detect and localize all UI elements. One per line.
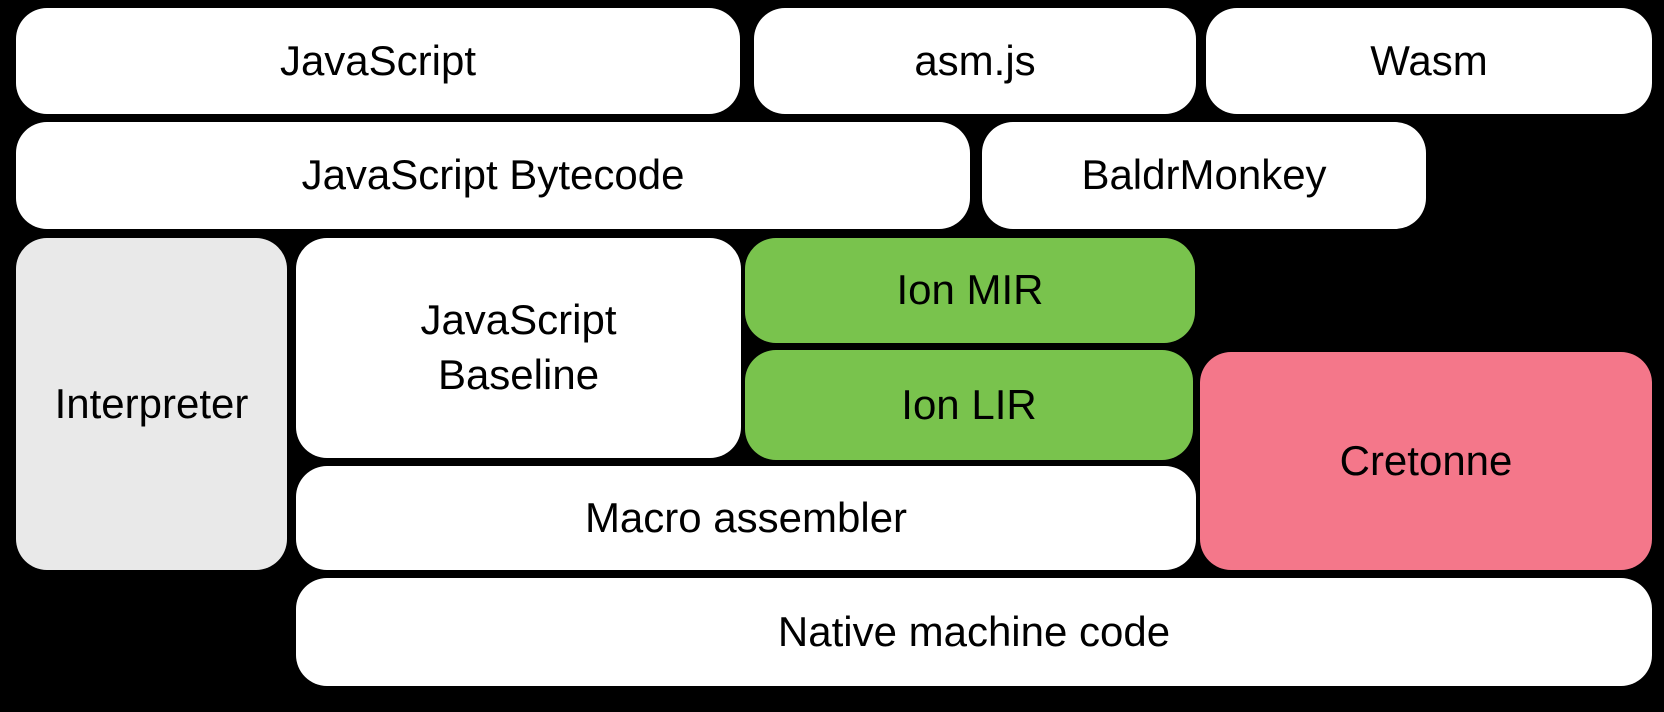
box-cretonne-label: Cretonne: [1339, 436, 1513, 484]
box-wasm-label: Wasm: [1370, 36, 1488, 84]
box-ion-mir: Ion MIR: [745, 238, 1195, 343]
box-javascript: JavaScript: [16, 8, 740, 114]
box-javascript-label: JavaScript: [279, 36, 477, 84]
box-interpreter-label: Interpreter: [54, 379, 249, 427]
box-ion-mir-label: Ion MIR: [896, 266, 1044, 314]
box-javascript-bytecode: JavaScript Bytecode: [16, 122, 970, 229]
box-ion-lir: Ion LIR: [745, 350, 1193, 460]
box-native-machine-code: Native machine code: [296, 578, 1652, 686]
box-javascript-bytecode-label: JavaScript Bytecode: [301, 151, 685, 199]
box-wasm: Wasm: [1206, 8, 1652, 114]
box-macro-assembler-label: Macro assembler: [584, 493, 908, 541]
box-asmjs: asm.js: [754, 8, 1196, 114]
box-cretonne: Cretonne: [1200, 352, 1652, 570]
box-baldrmonkey: BaldrMonkey: [982, 122, 1426, 229]
box-baldrmonkey-label: BaldrMonkey: [1081, 151, 1327, 199]
box-javascript-baseline: JavaScript Baseline: [296, 238, 741, 458]
box-ion-lir-label: Ion LIR: [901, 380, 1037, 428]
box-interpreter: Interpreter: [16, 238, 287, 570]
box-native-machine-code-label: Native machine code: [777, 607, 1171, 655]
box-macro-assembler: Macro assembler: [296, 466, 1196, 570]
box-asmjs-label: asm.js: [914, 36, 1036, 84]
box-javascript-baseline-label: JavaScript Baseline: [420, 296, 617, 398]
